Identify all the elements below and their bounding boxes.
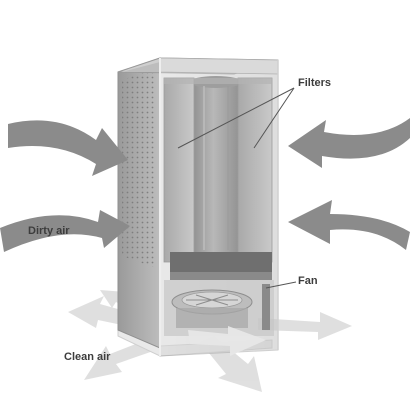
label-fan: Fan (298, 275, 318, 287)
label-clean-air: Clean air (64, 351, 111, 363)
dirty-air-arrows (0, 118, 410, 252)
filter-left (163, 77, 195, 263)
filters-leader-right (253, 87, 295, 149)
clean-air-arrow-right (258, 312, 352, 340)
filters-leader-left (177, 87, 295, 149)
dirty-air-arrow-top-right (288, 118, 410, 168)
dirty-air-arrow-bottom-left (0, 210, 130, 252)
central-cylinder (190, 76, 242, 252)
fan (164, 280, 274, 336)
fan-leader (265, 281, 297, 289)
filter-right (237, 77, 273, 263)
label-dirty-air: Dirty air (28, 225, 70, 237)
dirty-air-arrow-bottom-right (288, 200, 410, 250)
perforated-grille (122, 68, 156, 268)
label-filters: Filters (298, 77, 331, 89)
fan-housing-band (170, 252, 272, 280)
leader-lines (177, 87, 297, 289)
dirty-air-arrow-top-left (8, 120, 128, 176)
clean-air-arrow-center (188, 326, 266, 356)
